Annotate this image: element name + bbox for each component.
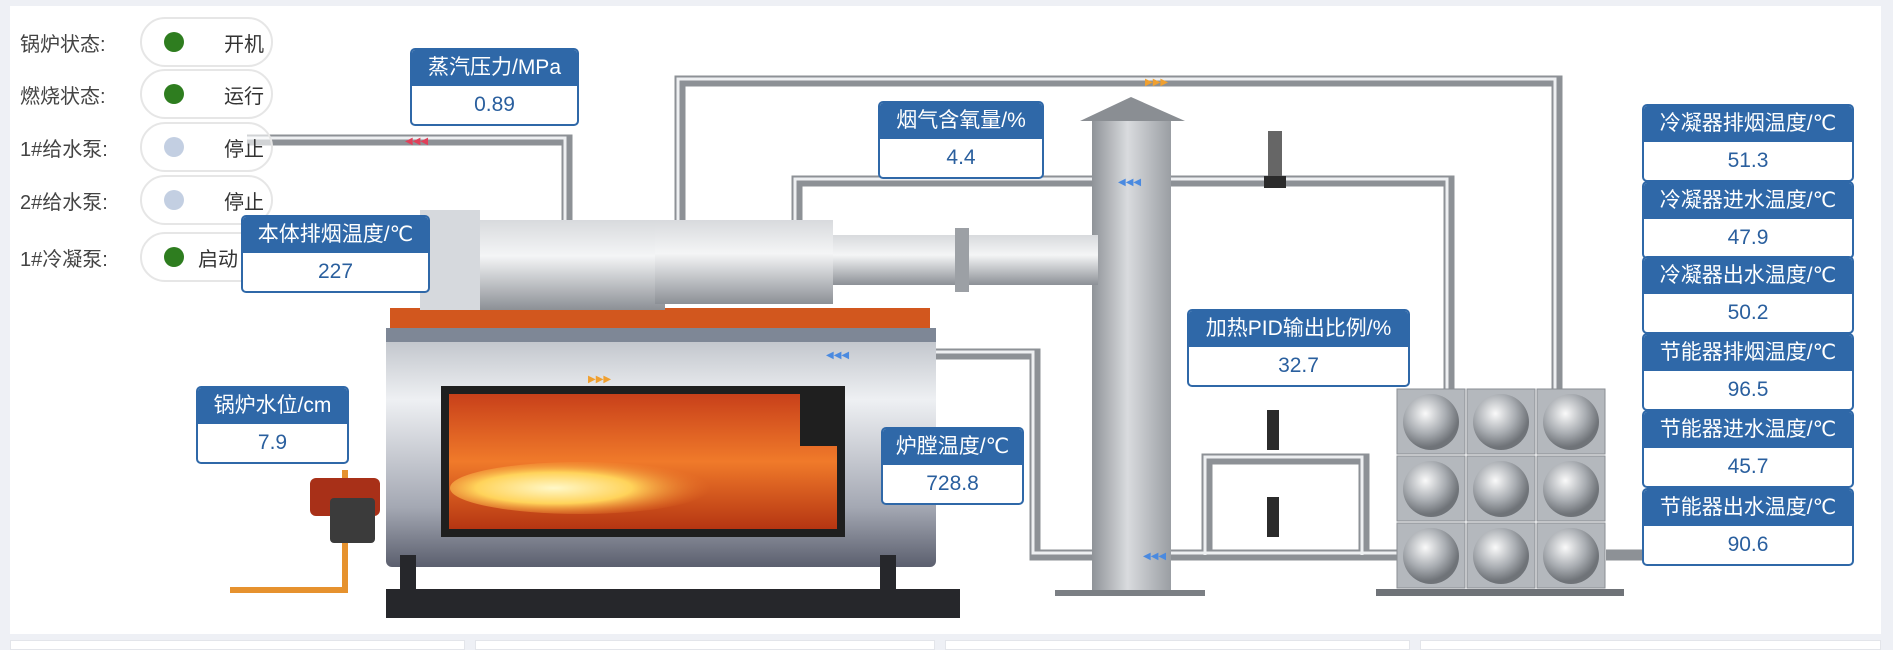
gauge-condenser-inlet-temp: 冷凝器进水温度/℃ 47.9	[1642, 181, 1854, 259]
gauge-value: 4.4	[946, 146, 976, 169]
status-value: 运行	[224, 85, 264, 108]
status-value: 启动	[198, 248, 238, 271]
gauge-label: 烟气含氧量/%	[880, 103, 1042, 139]
svg-text:◀◀◀: ◀◀◀	[1118, 177, 1141, 188]
svg-text:▶▶▶: ▶▶▶	[588, 374, 611, 385]
status-value: 停止	[224, 191, 264, 214]
water-tank	[1376, 388, 1624, 596]
tank-dome	[1473, 461, 1529, 517]
status-row-boiler: 锅炉状态: 开机	[20, 17, 273, 67]
gauge-label: 本体排烟温度/℃	[243, 217, 428, 253]
status-row-feed-pump-2: 2#给水泵: 停止	[20, 175, 273, 225]
status-dot-icon	[164, 84, 184, 104]
gauge-body-exhaust-temp: 本体排烟温度/℃ 227	[241, 215, 430, 293]
gauge-label: 冷凝器出水温度/℃	[1644, 258, 1852, 294]
gauge-label: 蒸汽压力/MPa	[412, 50, 577, 86]
gauge-label: 锅炉水位/cm	[198, 388, 347, 424]
gauge-flue-oxygen: 烟气含氧量/% 4.4	[878, 101, 1044, 179]
gauge-value: 7.9	[257, 431, 288, 454]
gauge-value: 96.5	[1727, 378, 1769, 401]
status-label: 锅炉状态:	[20, 33, 106, 56]
gauge-value: 32.7	[1278, 354, 1319, 377]
gauge-label: 炉膛温度/℃	[883, 429, 1022, 465]
chimney	[1055, 97, 1205, 596]
status-value: 开机	[224, 33, 264, 56]
status-dot-icon	[164, 190, 184, 210]
boiler	[386, 210, 960, 618]
svg-text:◀◀◀: ◀◀◀	[405, 136, 428, 147]
svg-text:▶▶▶: ▶▶▶	[1145, 77, 1168, 88]
burner	[310, 478, 380, 543]
flow-arrows: ◀◀◀ ▶▶▶ ◀◀◀ ◀◀◀ ▶▶▶ ◀◀◀	[405, 77, 1168, 562]
status-label: 2#给水泵:	[20, 191, 108, 214]
status-dot-icon	[164, 247, 184, 267]
flue-duct	[833, 228, 1098, 292]
gauge-steam-pressure: 蒸汽压力/MPa 0.89	[410, 48, 579, 126]
tank-dome	[1403, 461, 1459, 517]
gauge-value: 47.9	[1727, 226, 1769, 249]
status-row-feed-pump-1: 1#给水泵: 停止	[20, 122, 273, 172]
status-indicator: 停止	[140, 122, 273, 172]
gauge-value: 45.7	[1727, 455, 1769, 478]
gauge-value: 50.2	[1727, 301, 1769, 324]
status-label: 燃烧状态:	[20, 85, 106, 108]
gauge-heating-pid: 加热PID输出比例/% 32.7	[1187, 309, 1410, 387]
tank-dome	[1473, 394, 1529, 450]
tank-dome	[1543, 461, 1599, 517]
status-dot-icon	[164, 32, 184, 52]
status-indicator: 运行	[140, 69, 273, 119]
gauge-label: 节能器进水温度/℃	[1644, 412, 1852, 448]
status-indicator: 开机	[140, 17, 273, 67]
gauge-label: 节能器出水温度/℃	[1644, 490, 1852, 526]
gauge-condenser-exhaust-temp: 冷凝器排烟温度/℃ 51.3	[1642, 104, 1854, 182]
gauge-value: 51.3	[1727, 149, 1769, 172]
status-row-condensate-pump-1: 1#冷凝泵: 启动	[20, 232, 273, 282]
status-dot-icon	[164, 137, 184, 157]
gauge-value: 728.8	[926, 472, 979, 495]
status-label: 1#给水泵:	[20, 138, 108, 161]
gauge-label: 节能器排烟温度/℃	[1644, 335, 1852, 371]
status-value: 停止	[224, 138, 264, 161]
gauge-condenser-outlet-temp: 冷凝器出水温度/℃ 50.2	[1642, 256, 1854, 334]
status-label: 1#冷凝泵:	[20, 248, 108, 271]
pumps	[1264, 131, 1286, 537]
gauge-economizer-inlet-temp: 节能器进水温度/℃ 45.7	[1642, 410, 1854, 488]
gauge-economizer-exhaust-temp: 节能器排烟温度/℃ 96.5	[1642, 333, 1854, 411]
svg-text:◀◀◀: ◀◀◀	[1143, 551, 1166, 562]
svg-text:◀◀◀: ◀◀◀	[826, 350, 849, 361]
gauge-boiler-water-level: 锅炉水位/cm 7.9	[196, 386, 349, 464]
gauge-label: 冷凝器进水温度/℃	[1644, 183, 1852, 219]
gauge-label: 加热PID输出比例/%	[1189, 311, 1408, 347]
gauge-value: 0.89	[474, 93, 515, 116]
tank-dome	[1543, 528, 1599, 584]
tank-dome	[1403, 528, 1459, 584]
gauge-economizer-outlet-temp: 节能器出水温度/℃ 90.6	[1642, 488, 1854, 566]
gauge-furnace-temp: 炉膛温度/℃ 728.8	[881, 427, 1024, 505]
gauge-value: 90.6	[1727, 533, 1769, 556]
tank-dome	[1473, 528, 1529, 584]
gauge-value: 227	[317, 260, 354, 283]
gauge-label: 冷凝器排烟温度/℃	[1644, 106, 1852, 142]
tank-dome	[1403, 394, 1459, 450]
tank-dome	[1543, 394, 1599, 450]
status-row-combustion: 燃烧状态: 运行	[20, 69, 273, 119]
